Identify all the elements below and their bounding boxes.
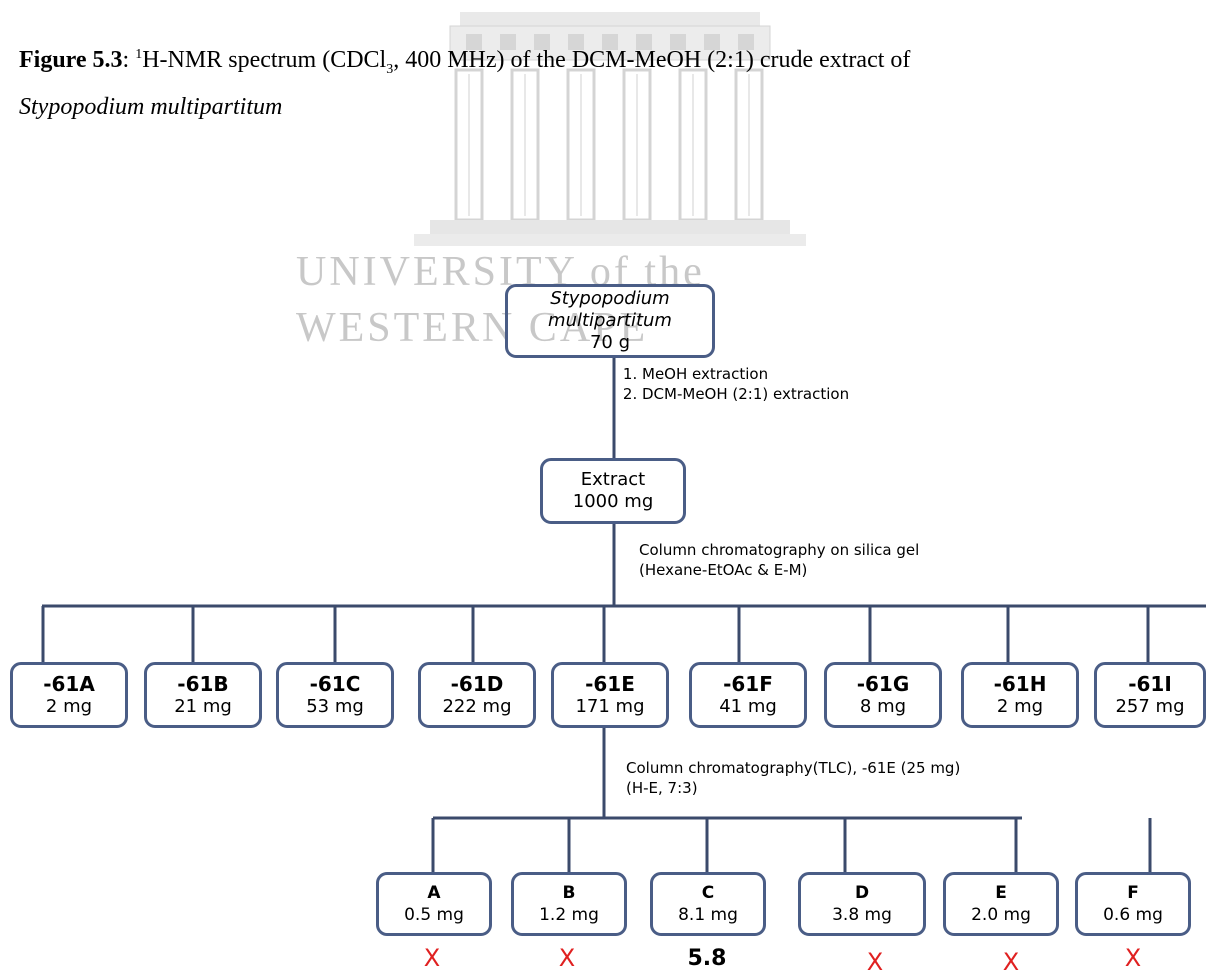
reject-mark: X [1124,944,1142,972]
fraction-box: -61C 53 mg [276,662,394,728]
root-species-line-2: multipartitum [548,310,672,331]
step-3-tlc-note: Column chromatography(TLC), -61E (25 mg)… [626,758,960,798]
fraction-code: -61G [856,672,910,696]
fraction-mass: 222 mg [442,696,512,717]
extract-box: Extract 1000 mg [540,458,686,524]
subfraction-code: F [1127,883,1139,903]
fraction-mass: 2 mg [996,696,1044,717]
subfraction-code: D [854,883,870,903]
caption-species-name: Stypopodium multipartitum [19,94,283,120]
fraction-box: -61B 21 mg [144,662,262,728]
subfraction-box: C 8.1 mg [650,872,766,936]
subfraction-box: E 2.0 mg [943,872,1059,936]
subfraction-mass: 0.6 mg [1103,905,1163,925]
reject-mark: X [1002,948,1020,976]
fraction-mass: 257 mg [1115,696,1185,717]
watermark-line-2: WESTERN CAPE [296,305,649,351]
subfraction-code: A [427,883,441,903]
fraction-code: -61A [43,672,95,696]
step-3-line-1: Column chromatography(TLC), -61E (25 mg) [626,759,961,777]
extract-label: Extract [580,469,646,490]
figure-label: Figure 5.3 [19,47,123,73]
reject-mark: X [558,944,576,972]
reject-mark: X [423,944,441,972]
caption-separator: : [122,47,136,73]
fraction-box: -61H 2 mg [961,662,1079,728]
watermark-line-1: UNIVERSITY of the [296,249,705,295]
root-sample-box: Stypopodium multipartitum 70 g [505,284,715,358]
step-3-line-2: (H-E, 7:3) [626,779,698,797]
fraction-mass: 8 mg [859,696,907,717]
fraction-code: -61F [723,672,773,696]
fraction-box: -61F 41 mg [689,662,807,728]
step-1-item-2: DCM-MeOH (2:1) extraction [642,384,849,404]
subfraction-mass: 1.2 mg [539,905,599,925]
extract-mass: 1000 mg [572,491,654,512]
subfraction-code: E [995,883,1007,903]
university-watermark: UNIVERSITY of the WESTERN CAPE [296,0,850,400]
root-species-line-1: Stypopodium [550,288,670,309]
subfraction-mass: 3.8 mg [832,905,892,925]
subfraction-code: B [562,883,576,903]
caption-text-a: H-NMR spectrum (CDCl [142,47,387,73]
root-mass: 70 g [589,332,631,353]
subfraction-box: A 0.5 mg [376,872,492,936]
step-2-line-2: (Hexane-EtOAc & E-M) [639,561,808,579]
subfraction-box: B 1.2 mg [511,872,627,936]
compound-result-label: 5.8 [687,946,727,971]
step-2-line-1: Column chromatography on silica gel [639,541,920,559]
fraction-mass: 2 mg [45,696,93,717]
fraction-mass: 41 mg [719,696,777,717]
fraction-code: -61B [177,672,229,696]
fraction-box: -61I 257 mg [1094,662,1206,728]
figure-caption: Figure 5.3: 1H-NMR spectrum (CDCl3, 400 … [19,40,1206,85]
fraction-box: -61E 171 mg [551,662,669,728]
subfraction-code: C [701,883,715,903]
fraction-box: -61G 8 mg [824,662,942,728]
subfraction-mass: 2.0 mg [971,905,1031,925]
reject-mark: X [866,948,884,976]
subfraction-mass: 0.5 mg [404,905,464,925]
step-1-item-1: MeOH extraction [642,364,849,384]
caption-subscript: 3 [386,61,394,77]
fraction-box: -61D 222 mg [418,662,536,728]
fraction-mass: 53 mg [306,696,364,717]
university-building-logo [414,12,806,246]
fraction-code: -61E [585,672,635,696]
fraction-code: -61I [1128,672,1172,696]
fraction-box: -61A 2 mg [10,662,128,728]
fraction-code: -61D [450,672,504,696]
fraction-code: -61H [993,672,1047,696]
fraction-code: -61C [309,672,361,696]
fraction-mass: 21 mg [174,696,232,717]
caption-superscript: 1 [135,47,143,62]
subfraction-box: D 3.8 mg [798,872,926,936]
subfraction-box: F 0.6 mg [1075,872,1191,936]
step-2-chromatography-note: Column chromatography on silica gel (Hex… [639,540,919,580]
fraction-mass: 171 mg [575,696,645,717]
step-1-extraction-note: MeOH extraction DCM-MeOH (2:1) extractio… [614,364,849,404]
caption-text-b: , 400 MHz) of the DCM-MeOH (2:1) crude e… [393,47,911,73]
subfraction-mass: 8.1 mg [678,905,738,925]
